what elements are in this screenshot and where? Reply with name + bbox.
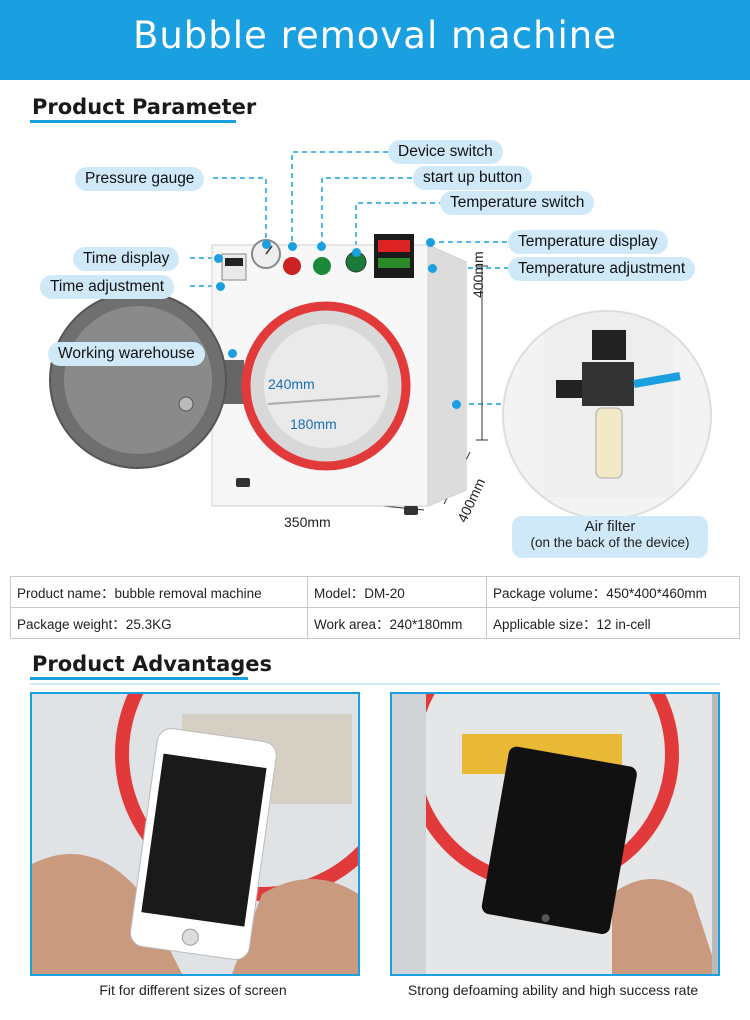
callout-working-warehouse: Working warehouse (48, 342, 205, 366)
header-banner: Bubble removal machine (0, 0, 750, 80)
dim-chamber-width-label: 180mm (290, 416, 337, 432)
machine-diagram: Device switch Pressure gauge start up bu… (0, 130, 750, 560)
dim-chamber-depth-label: 240mm (268, 376, 315, 392)
caption-left: Fit for different sizes of screen (99, 982, 287, 998)
air-filter-note: (on the back of the device) (530, 535, 690, 550)
table-cell: Model：DM-20 (307, 576, 487, 608)
photo-tablet-screen (390, 692, 720, 976)
section-title-advantages: Product Advantages (32, 652, 273, 676)
callout-temperature-adjustment: Temperature adjustment (508, 257, 696, 281)
table-cell: Package volume：450*400*460mm (486, 576, 740, 608)
page-title: Bubble removal machine (132, 14, 618, 57)
machine-illustration (49, 151, 520, 515)
parameter-table: Product name：bubble removal machine Mode… (10, 576, 740, 639)
dot-start-up (317, 242, 326, 251)
callout-device-switch: Device switch (388, 140, 503, 164)
dot-time-adjustment (216, 282, 225, 291)
section-title-parameter: Product Parameter (32, 95, 257, 119)
air-filter-label: Air filter (on the back of the device) (512, 516, 708, 558)
dot-temperature-display (426, 238, 435, 247)
dim-width-label: 350mm (284, 514, 331, 530)
air-filter-illustration (544, 312, 681, 497)
phone-photo-illustration (32, 694, 358, 974)
table-cell: Package weight：25.3KG (10, 607, 308, 639)
caption-right: Strong defoaming ability and high succes… (407, 982, 699, 998)
callout-temperature-display: Temperature display (508, 230, 668, 254)
dot-air-filter (452, 400, 461, 409)
dot-working-warehouse (228, 349, 237, 358)
dot-device-switch (288, 242, 297, 251)
callout-start-up-button: start up button (413, 166, 533, 190)
callout-time-adjustment: Time adjustment (40, 275, 174, 299)
table-cell: Applicable size：12 in-cell (486, 607, 740, 639)
dot-temperature-switch (352, 248, 361, 257)
section-divider (30, 683, 720, 685)
callout-pressure-gauge: Pressure gauge (75, 167, 205, 191)
table-row: Product name：bubble removal machine Mode… (10, 576, 740, 608)
callout-time-display: Time display (73, 247, 180, 271)
table-row: Package weight：25.3KG Work area：240*180m… (10, 607, 740, 639)
dot-time-display (214, 254, 223, 263)
table-cell: Product name：bubble removal machine (10, 576, 308, 608)
air-filter-title: Air filter (584, 518, 636, 535)
dot-pressure-gauge (262, 240, 271, 249)
section-underline-advantages (30, 677, 248, 680)
dot-temperature-adjustment (428, 264, 437, 273)
photo-phone-screen (30, 692, 360, 976)
section-underline-parameter (30, 120, 236, 123)
tablet-photo-illustration (392, 694, 718, 974)
dim-height-label: 400mm (470, 251, 486, 298)
air-filter-inset (502, 310, 712, 520)
table-cell: Work area：240*180mm (307, 607, 487, 639)
callout-temperature-switch: Temperature switch (440, 191, 595, 215)
